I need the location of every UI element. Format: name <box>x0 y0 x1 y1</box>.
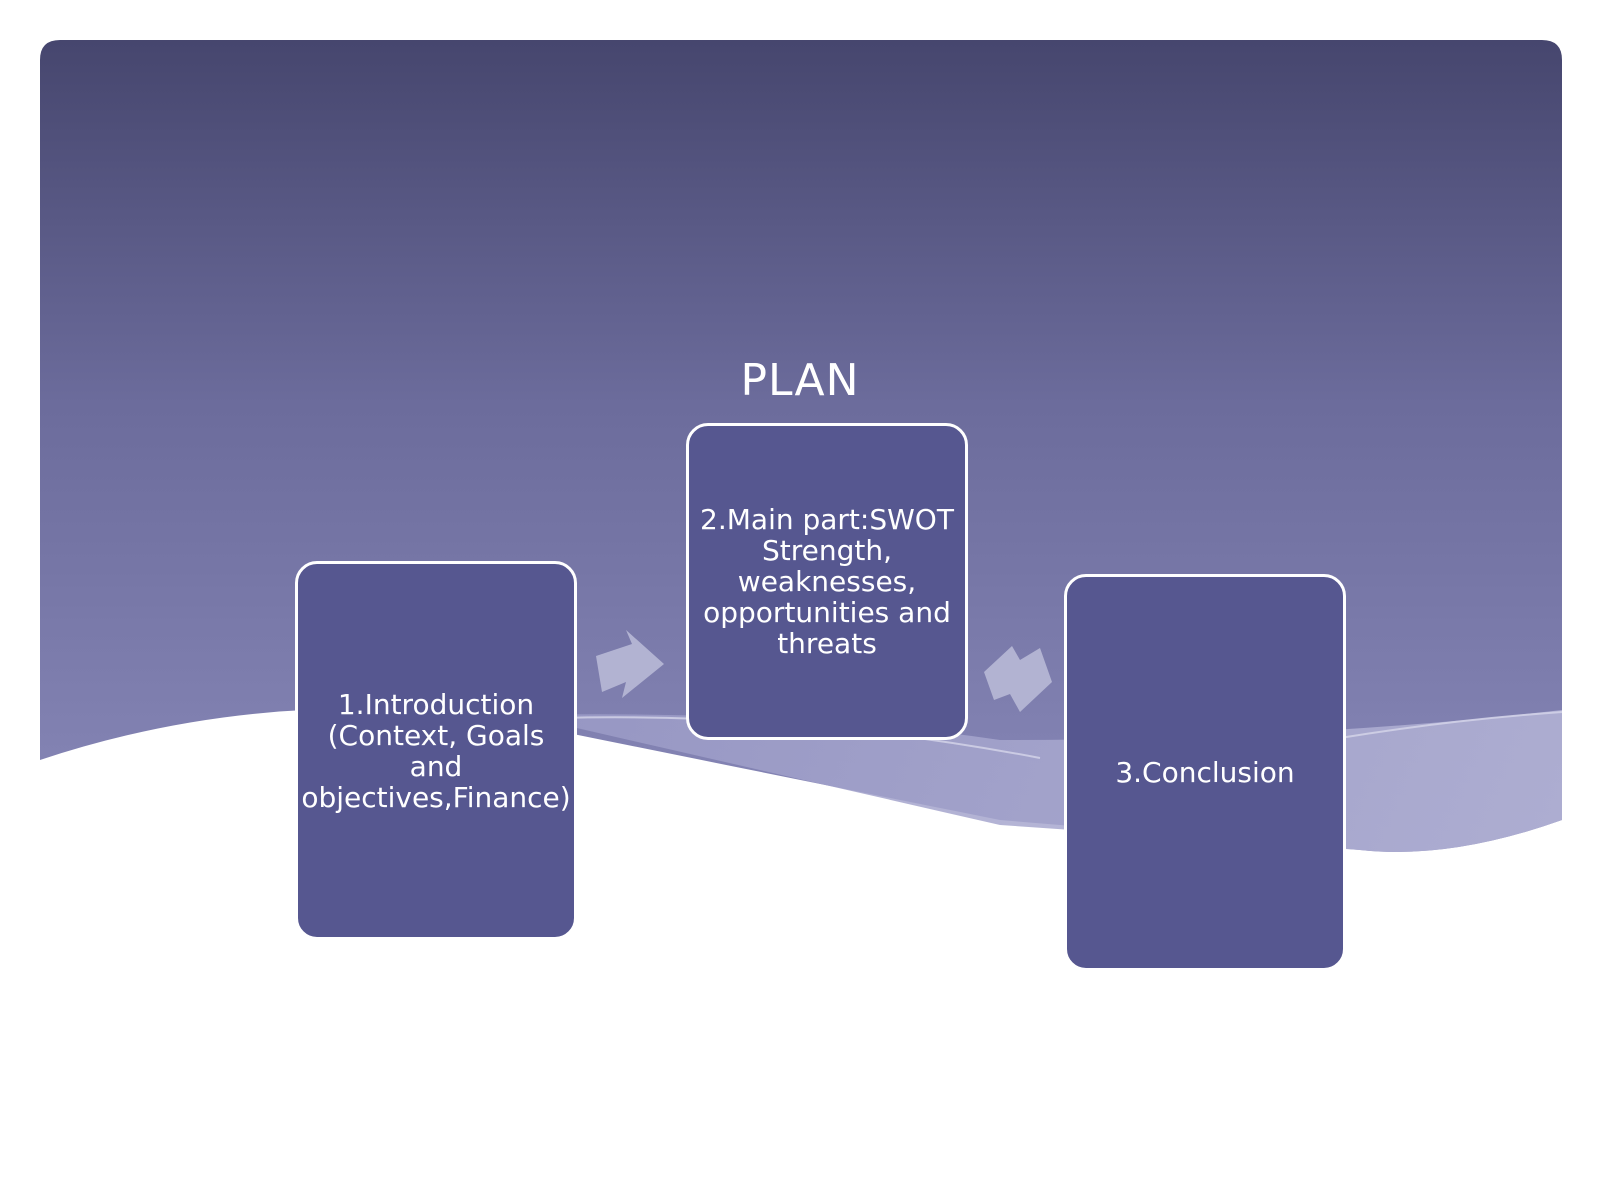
arrow-right-icon <box>984 646 1052 712</box>
slide-title: PLAN <box>740 355 860 406</box>
step-box-main-part: 2.Main part:SWOT Strength, weaknesses, o… <box>686 423 968 740</box>
step-box-conclusion: 3.Conclusion <box>1064 574 1346 971</box>
step-box-introduction: 1.Introduction (Context, Goals and objec… <box>295 561 577 940</box>
arrow-right-icon <box>596 630 664 698</box>
